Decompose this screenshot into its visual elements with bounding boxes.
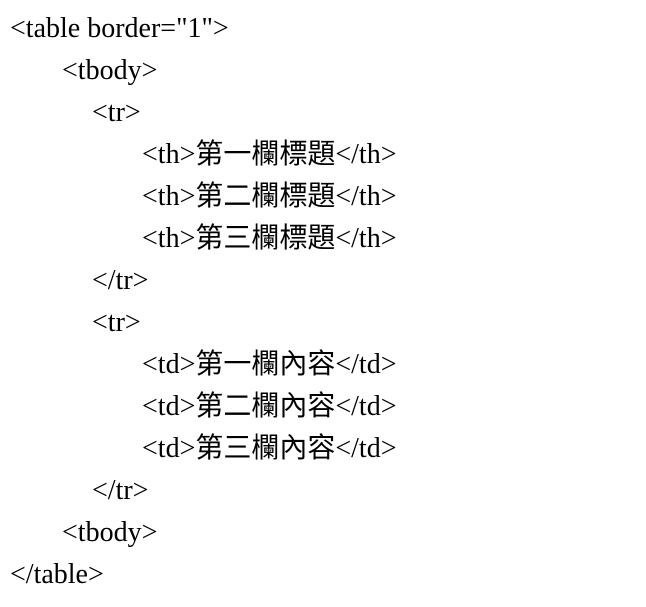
code-line: </table> — [10, 559, 104, 590]
code-line: <tr> — [92, 307, 141, 338]
code-line: <th>第二欄標題</th> — [142, 181, 397, 212]
code-line: <td>第一欄內容</td> — [142, 349, 397, 380]
code-line: <table border="1"> — [10, 13, 229, 44]
code-line: <th>第三欄標題</th> — [142, 223, 397, 254]
code-line: <tbody> — [62, 55, 158, 86]
code-line: <th>第一欄標題</th> — [142, 139, 397, 170]
code-line: </tr> — [92, 265, 149, 296]
code-line: <td>第三欄內容</td> — [142, 433, 397, 464]
code-line: <td>第二欄內容</td> — [142, 391, 397, 422]
code-line: <tr> — [92, 97, 141, 128]
code-line: <tbody> — [62, 517, 158, 548]
code-line: </tr> — [92, 475, 149, 506]
